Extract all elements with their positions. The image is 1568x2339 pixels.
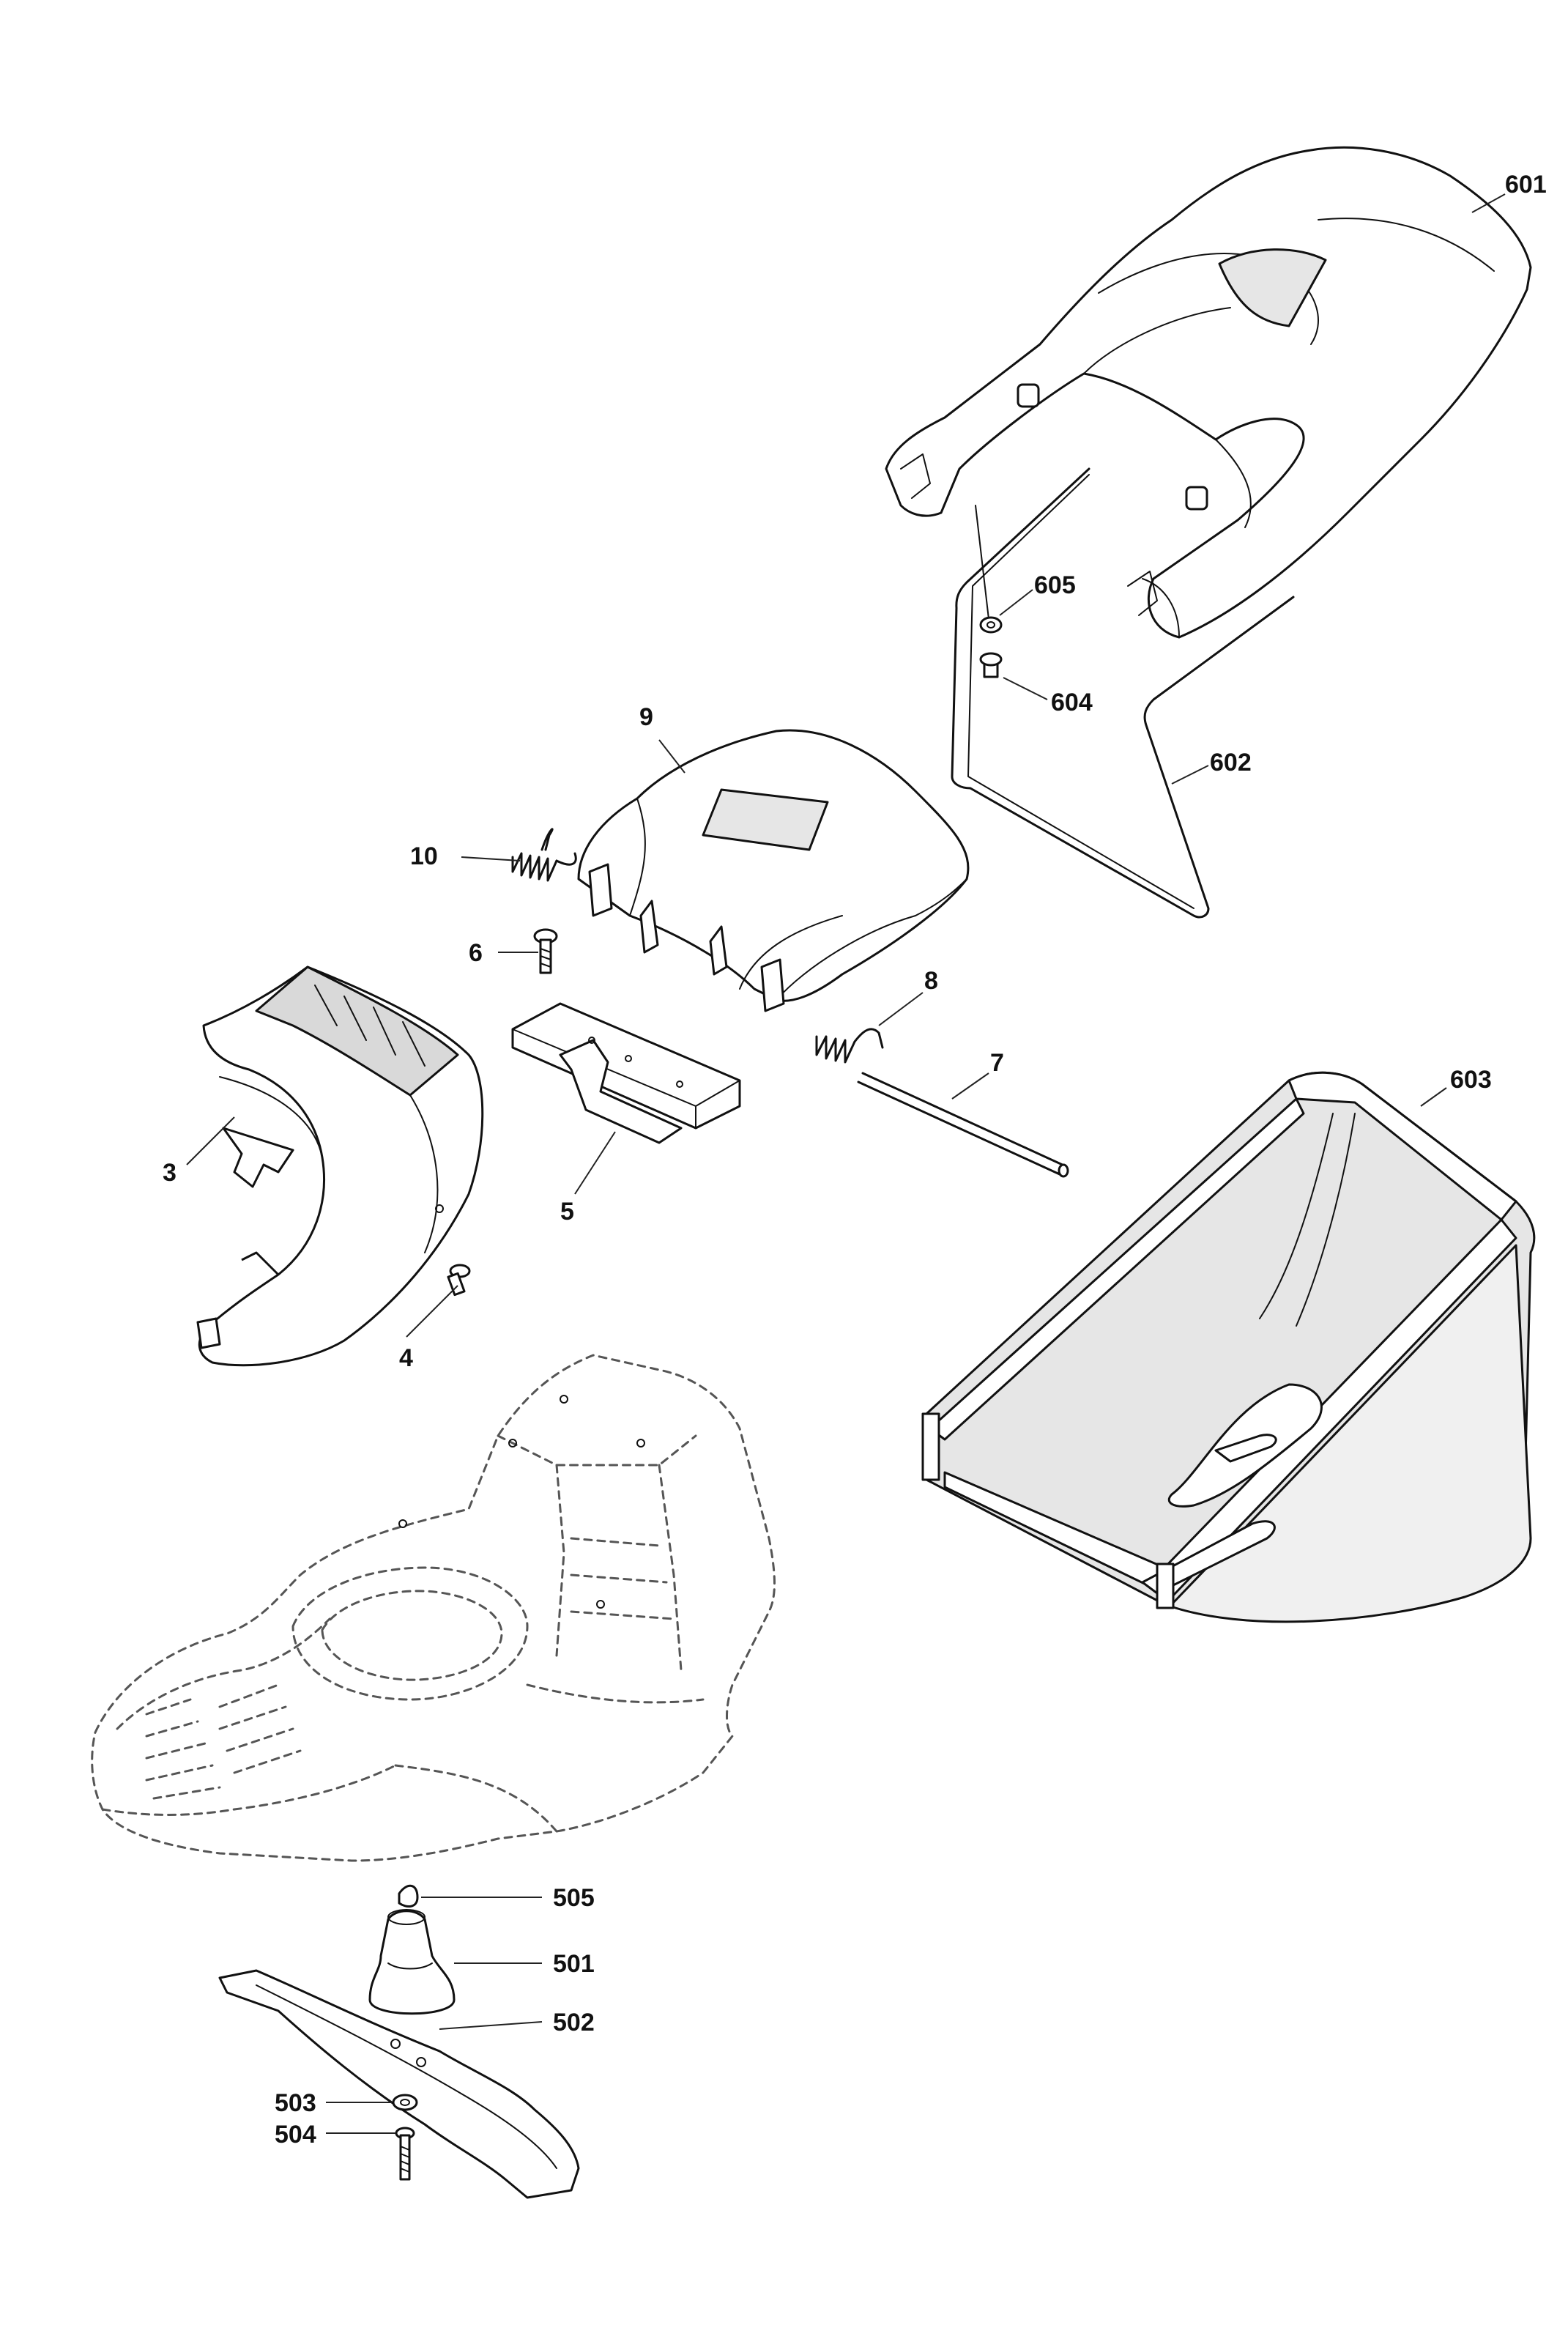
label-6: 6: [469, 939, 483, 967]
label-505: 505: [553, 1884, 595, 1912]
label-4: 4: [399, 1344, 413, 1372]
part-602-wire-frame: [951, 467, 1295, 919]
label-502: 502: [553, 2009, 595, 2036]
part-labels: 601 605 604 602 9 10 6 8 7 603 3 5 4 505…: [163, 171, 1547, 2149]
label-7: 7: [990, 1049, 1004, 1077]
part-504-bolt: [395, 2127, 415, 2181]
part-7-rod: [857, 1072, 1069, 1178]
label-603: 603: [1450, 1066, 1492, 1094]
part-604-screw: [979, 652, 1003, 678]
part-503-washer: [392, 2094, 418, 2111]
leader-lines: [186, 193, 1506, 2134]
label-602: 602: [1210, 749, 1252, 776]
label-3: 3: [163, 1159, 177, 1187]
label-8: 8: [924, 967, 938, 995]
label-9: 9: [639, 703, 653, 731]
part-603-grass-bag: [921, 1071, 1536, 1623]
part-505-key: [398, 1884, 419, 1908]
label-504: 504: [275, 2121, 316, 2149]
part-8-spring: [815, 1028, 884, 1064]
label-10: 10: [410, 842, 438, 870]
label-604: 604: [1051, 689, 1093, 716]
part-6-bolt: [533, 928, 558, 974]
part-502-blade: [218, 1969, 580, 2199]
label-503: 503: [275, 2089, 316, 2117]
part-5-hinge-bracket: [511, 1002, 741, 1144]
label-605: 605: [1034, 571, 1076, 599]
mower-deck-outline: [91, 1354, 776, 1862]
label-5: 5: [560, 1198, 574, 1226]
part-3-side-chute: [196, 965, 484, 1367]
part-10-spring: [511, 828, 577, 882]
part-601-grassbox-cover: [885, 146, 1532, 639]
label-501: 501: [553, 1950, 595, 1978]
part-4-screw: [447, 1264, 471, 1297]
part-9-deflector-flap: [577, 729, 970, 1012]
part-501-blade-adapter: [368, 1909, 456, 2015]
part-605-washer: [975, 505, 1003, 634]
label-601: 601: [1505, 171, 1547, 199]
